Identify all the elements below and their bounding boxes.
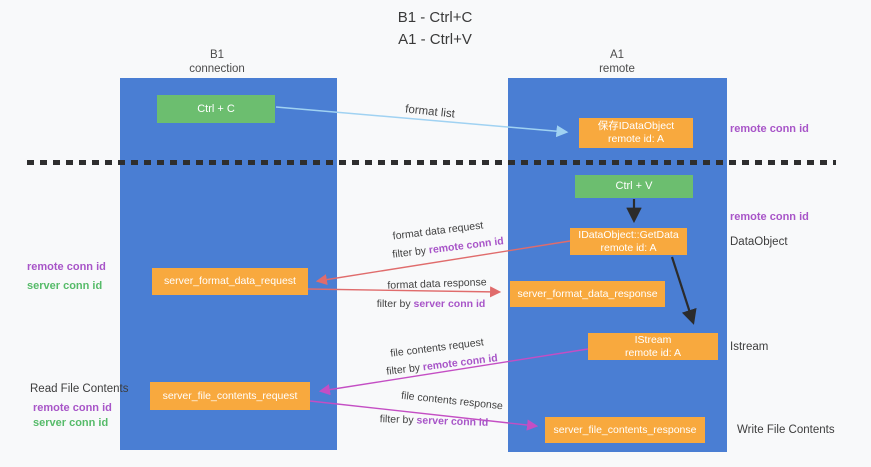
column-header-left: B1 connection [147,48,287,76]
label-remote-conn-id-mid-right: remote conn id [730,211,809,223]
column-left-role: connection [189,63,245,75]
label-server-conn-id-bottom-left: server conn id [33,417,109,429]
label-remote-conn-id-top-right: remote conn id [730,123,809,135]
column-right-name: A1 [609,49,625,61]
flow-label-filter-server-2: filter by server conn id [380,413,489,429]
node-ctrl-c: Ctrl + C [157,95,275,123]
node-istream-line1: IStream [634,333,672,346]
flow-label-filter-server-1: filter by server conn id [377,298,486,310]
label-remote-conn-id-mid-left: remote conn id [27,261,106,273]
filter-key-remote-conn-id: remote conn id [422,352,499,374]
filter-prefix: filter by [391,244,430,261]
node-server-format-data-request: server_format_data_request [152,268,308,295]
node-ctrl-v: Ctrl + V [575,175,693,198]
label-server-conn-id-mid-left: server conn id [27,280,103,292]
title-line-2: A1 - Ctrl+V [398,31,472,48]
flow-label-format-list: format list [404,103,456,121]
page-title: B1 - Ctrl+C A1 - Ctrl+V [300,7,570,51]
filter-key-server-conn-id: server conn id [416,414,489,429]
node-istream: IStream remote id: A [588,333,718,360]
node-getdata-line1: IDataObject::GetData [578,228,679,241]
filter-key-remote-conn-id: remote conn id [428,235,505,257]
node-server-file-contents-request: server_file_contents_request [150,382,310,410]
node-getdata: IDataObject::GetData remote id: A [570,228,687,255]
filter-prefix: filter by [385,361,424,378]
column-header-right: A1 remote [547,48,687,76]
flow-label-format-data-response: format data response [387,276,487,292]
label-dataobject: DataObject [730,236,788,248]
title-line-1: B1 - Ctrl+C [397,9,473,26]
column-right-role: remote [599,63,635,75]
dashed-divider-line [27,160,836,165]
node-server-format-data-response: server_format_data_response [510,281,665,307]
label-read-file-contents: Read File Contents [30,383,129,395]
flow-label-file-contents-response: file contents response [400,389,504,413]
node-getdata-line2: remote id: A [600,241,657,254]
column-left-name: B1 [209,49,225,61]
node-server-file-contents-response: server_file_contents_response [545,417,705,443]
filter-key-server-conn-id: server conn id [413,298,486,310]
filter-prefix: filter by [379,413,417,427]
node-save-idataobject: 保存IDataObject remote id: A [579,118,693,148]
label-istream: Istream [730,341,769,353]
node-istream-line2: remote id: A [624,346,682,359]
node-save-idataobject-line2: remote id: A [607,133,665,145]
label-remote-conn-id-bottom-left: remote conn id [33,402,112,414]
filter-prefix: filter by [376,298,414,310]
node-save-idataobject-line1: 保存IDataObject [597,120,675,132]
label-write-file-contents: Write File Contents [737,424,835,436]
